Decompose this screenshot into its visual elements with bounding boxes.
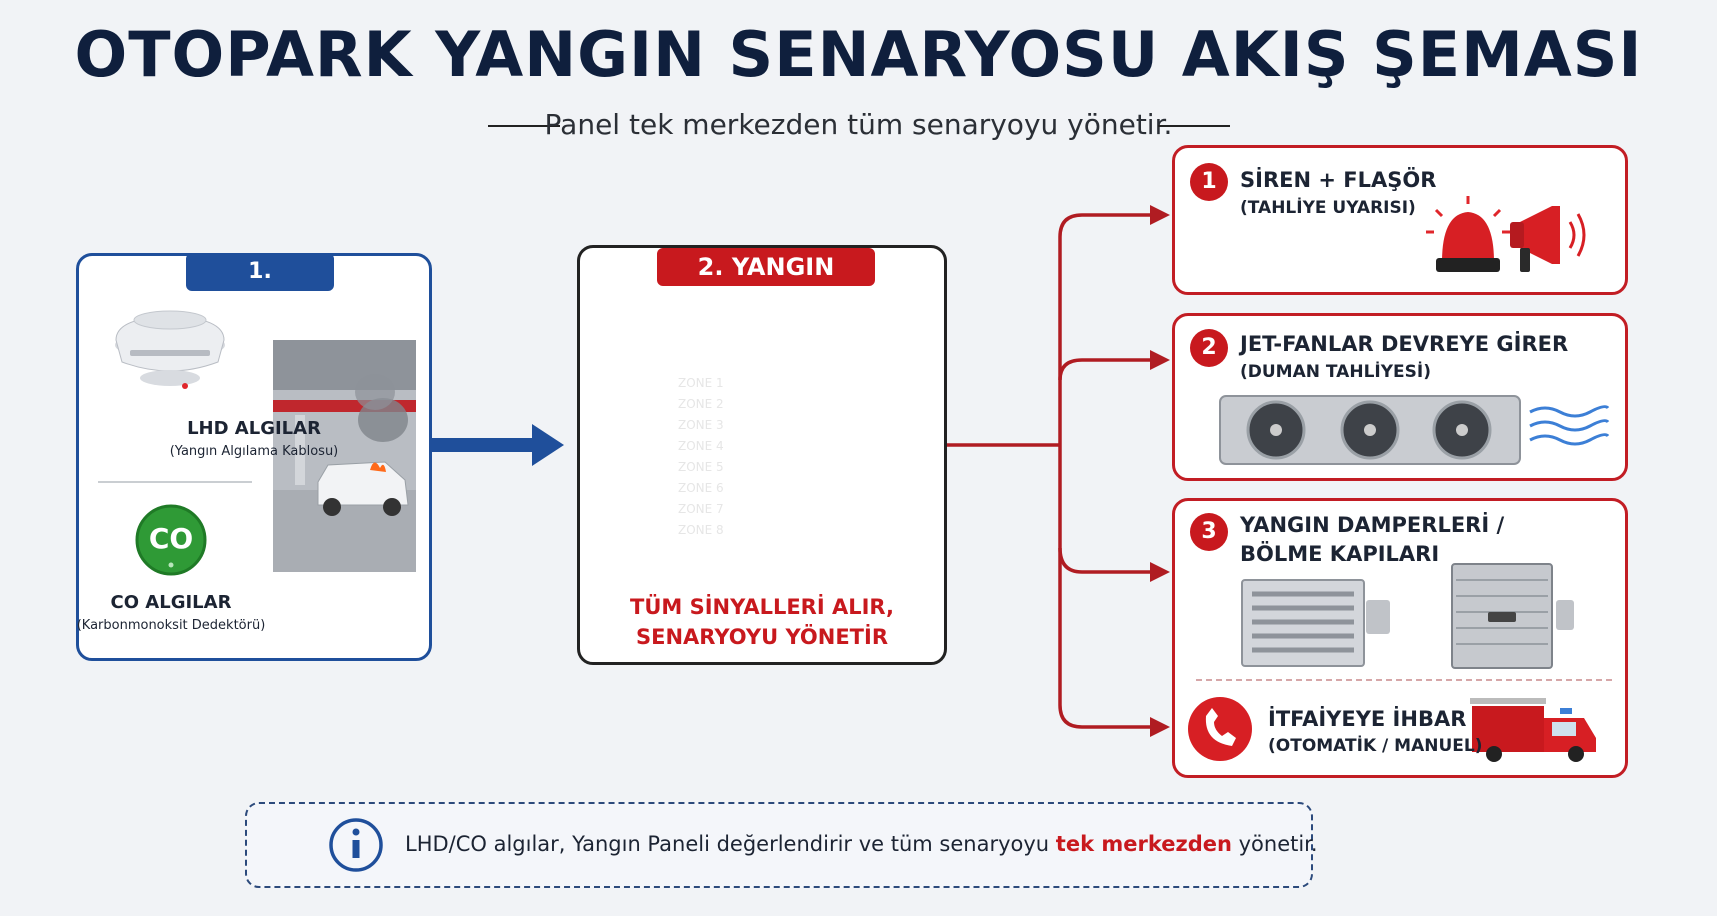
output-title: YANGIN DAMPERLERİ /	[1240, 513, 1505, 537]
arrow-detection-to-panel	[432, 424, 564, 466]
zone-label: ZONE 6	[678, 481, 724, 495]
output-subtitle: (DUMAN TAHLİYESİ)	[1240, 362, 1431, 382]
lhd-subtitle: (Yangın Algılama Kablosu)	[169, 444, 339, 459]
panel-caption-line1: TÜM SİNYALLERİ ALIR,	[630, 595, 894, 619]
smoke-detector-icon	[115, 310, 225, 389]
subtitle-right-rule	[1158, 125, 1230, 127]
info-icon	[329, 818, 383, 872]
zone-label: ZONE 5	[678, 460, 724, 474]
output-title: BÖLME KAPILARI	[1240, 542, 1440, 566]
fire-truck-icon	[1470, 698, 1596, 762]
zone-label: ZONE 7	[678, 502, 724, 516]
fire-dept-subtitle: (OTOMATİK / MANUEL)	[1268, 736, 1483, 756]
zone-label: ZONE 2	[678, 397, 724, 411]
info-box	[245, 802, 1313, 888]
airflow-icon	[1529, 405, 1610, 446]
info-text-highlight: tek merkezden	[1055, 832, 1232, 856]
zone-label: ZONE 1	[678, 376, 724, 390]
zone-label: ZONE 8	[678, 523, 724, 537]
zone-label: ZONE 4	[678, 439, 724, 453]
page-title: OTOPARK YANGIN SENARYOSU AKIŞ ŞEMASI	[74, 18, 1643, 91]
detection-tag: 1. ALGILAMA	[186, 253, 334, 322]
zone-label: ZONE 3	[678, 418, 724, 432]
output-subtitle: (TAHLİYE UYARISI)	[1240, 198, 1416, 218]
compartment-door-icon	[1451, 563, 1574, 669]
panel-caption: TÜM SİNYALLERİ ALIR, SENARYOYU YÖNETİR	[577, 592, 947, 652]
co-detector-icon	[135, 504, 207, 576]
phone-icon	[1188, 697, 1252, 761]
page-subtitle: Panel tek merkezden tüm senaryoyu yöneti…	[544, 108, 1173, 141]
info-text: LHD/CO algılar, Yangın Paneli değerlendi…	[405, 832, 1318, 856]
panel-tag: 2. YANGIN PANELİ	[657, 248, 875, 319]
fire-dept-title: İTFAİYEYE İHBAR	[1268, 707, 1467, 731]
fire-damper-icon	[1241, 579, 1390, 667]
output-title: JET-FANLAR DEVREYE GİRER	[1240, 332, 1569, 356]
jet-fan-icon	[1219, 395, 1521, 465]
co-subtitle: (Karbonmonoksit Dedektörü)	[76, 618, 266, 633]
co-title: CO ALGILAR	[110, 592, 232, 613]
info-text-part1: LHD/CO algılar, Yangın Paneli değerlendi…	[405, 832, 1056, 856]
output-connectors	[947, 213, 1150, 729]
output-number: 2	[1190, 329, 1228, 367]
panel-card	[577, 245, 947, 665]
megaphone-icon	[1510, 206, 1586, 272]
siren-light-icon	[1426, 196, 1510, 272]
output-number: 3	[1190, 513, 1228, 551]
co-badge-text: CO	[148, 522, 194, 555]
subtitle-left-rule	[488, 125, 560, 127]
output-number: 1	[1190, 163, 1228, 201]
output-title: SİREN + FLAŞÖR	[1240, 168, 1437, 192]
zone-list: ZONE 1 ZONE 2 ZONE 3 ZONE 4 ZONE 5 ZONE …	[678, 373, 758, 541]
panel-caption-line2: SENARYOYU YÖNETİR	[636, 625, 888, 649]
parking-fire-photo	[273, 340, 416, 572]
info-text-part2: yönetir.	[1231, 832, 1318, 856]
lhd-title: LHD ALGILAR	[187, 418, 321, 439]
